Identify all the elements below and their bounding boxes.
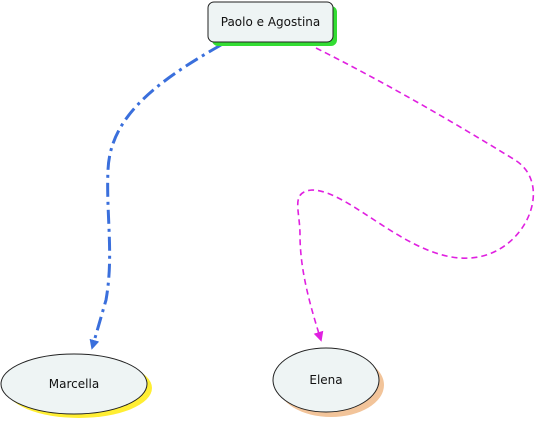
edge-paolo-marcella (89, 43, 222, 350)
node-elena-shape (272, 347, 380, 413)
node-marcella-label: Marcella (48, 377, 100, 391)
node-paolo-agostina[interactable] (207, 1, 337, 46)
edge-paolo-elena (296, 47, 534, 342)
node-elena-label: Elena (309, 373, 343, 387)
node-marcella[interactable] (0, 353, 152, 418)
node-marcella-shape (0, 353, 148, 415)
node-elena[interactable] (272, 347, 384, 417)
node-paolo-agostina-box (207, 1, 334, 43)
node-paolo-agostina-label: Paolo e Agostina (220, 15, 321, 29)
